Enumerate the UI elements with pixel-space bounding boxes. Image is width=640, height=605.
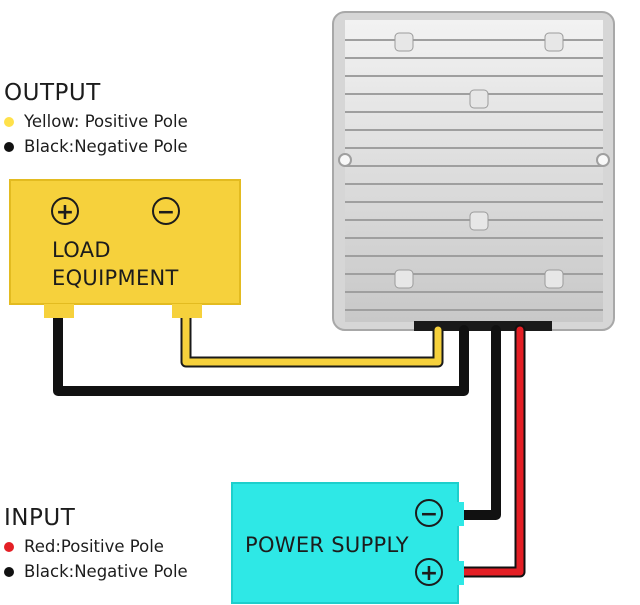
black-input-wire [457, 325, 501, 520]
power-minus-sign: − [420, 502, 438, 527]
black-dot-icon [4, 566, 14, 577]
yellow-dot-icon [4, 116, 14, 127]
output-legend: OUTPUT Yellow: Positive Pole Black:Negat… [4, 80, 188, 156]
output-black-text: Black:Negative Pole [24, 137, 188, 156]
power-minus-terminal-icon [415, 499, 443, 527]
yellow-wire [182, 301, 442, 366]
output-legend-black: Black:Negative Pole [4, 137, 188, 156]
red-dot-icon [4, 541, 14, 552]
black-dot-icon [4, 141, 14, 152]
input-heading: INPUT [4, 505, 76, 531]
load-minus-terminal-icon [152, 197, 180, 225]
power-plus-sign: + [420, 561, 438, 586]
load-plus-sign: + [56, 200, 74, 225]
power-plus-terminal-icon [415, 558, 443, 586]
load-equipment-box [9, 179, 241, 318]
load-label-line2: EQUIPMENT [52, 266, 179, 290]
load-minus-sign: − [157, 200, 175, 225]
cable-clamp [414, 321, 552, 331]
input-red-text: Red:Positive Pole [24, 537, 164, 556]
input-legend-black: Black:Negative Pole [4, 562, 188, 581]
load-plus-terminal-icon [51, 197, 79, 225]
output-yellow-text: Yellow: Positive Pole [24, 112, 188, 131]
power-supply-box [231, 482, 464, 604]
output-legend-yellow: Yellow: Positive Pole [4, 112, 188, 131]
load-label-line1: LOAD [52, 238, 111, 262]
power-supply-label: POWER SUPPLY [245, 533, 409, 557]
load-equipment-label: LOAD EQUIPMENT [52, 236, 179, 292]
output-heading: OUTPUT [4, 80, 101, 106]
black-output-wire [53, 300, 469, 396]
dc-converter-module [332, 11, 615, 331]
input-black-text: Black:Negative Pole [24, 562, 188, 581]
red-wire [458, 326, 524, 576]
input-legend: INPUT Red:Positive Pole Black:Negative P… [4, 505, 188, 581]
input-legend-red: Red:Positive Pole [4, 537, 188, 556]
